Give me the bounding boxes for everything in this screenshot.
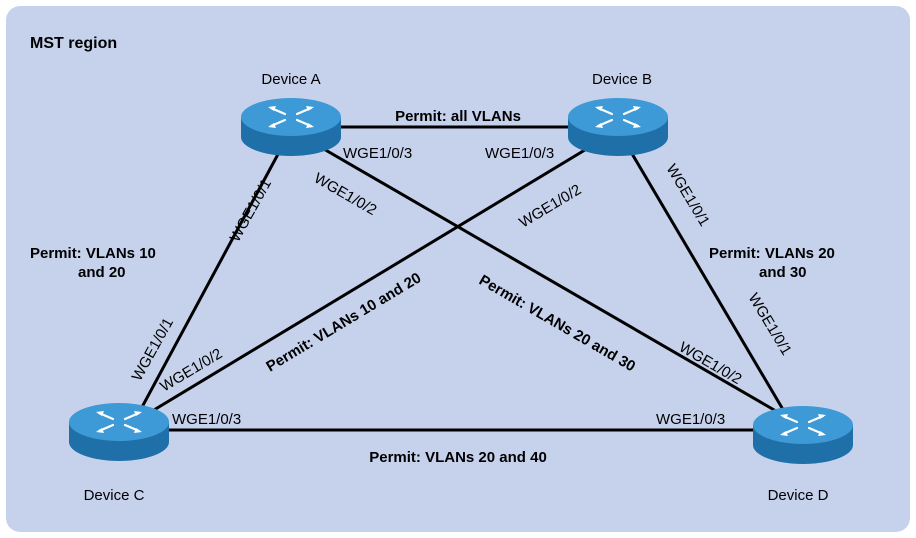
switch-top [69,403,169,441]
link-a-c [132,128,293,424]
link-b-d [616,128,790,420]
device-b-label: Device B [592,71,652,88]
device-d-label: Device D [768,487,829,504]
link-b-d-permit-line1: Permit: VLANs 20 [709,245,835,262]
link-a-c-permit-line2: and 20 [78,264,126,281]
link-b-d-permit-line2: and 30 [759,264,807,281]
port-c-cd: WGE1/0/3 [172,411,241,428]
link-a-c-permit-line1: Permit: VLANs 10 [30,245,156,262]
region-title: MST region [30,35,117,52]
device-c[interactable] [69,403,169,461]
device-b[interactable] [568,98,668,156]
device-d[interactable] [753,406,853,464]
port-a-ab: WGE1/0/3 [343,145,412,162]
port-b-ab: WGE1/0/3 [485,145,554,162]
device-a[interactable] [241,98,341,156]
switch-top [241,98,341,136]
link-c-d-permit: Permit: VLANs 20 and 40 [369,449,547,466]
device-a-label: Device A [261,71,320,88]
port-d-cd: WGE1/0/3 [656,411,725,428]
switch-top [568,98,668,136]
link-a-d [289,128,790,420]
device-c-label: Device C [84,487,145,504]
switch-top [753,406,853,444]
mst-region [6,6,910,532]
link-a-b-permit: Permit: all VLANs [395,108,521,125]
link-b-c [132,128,620,424]
